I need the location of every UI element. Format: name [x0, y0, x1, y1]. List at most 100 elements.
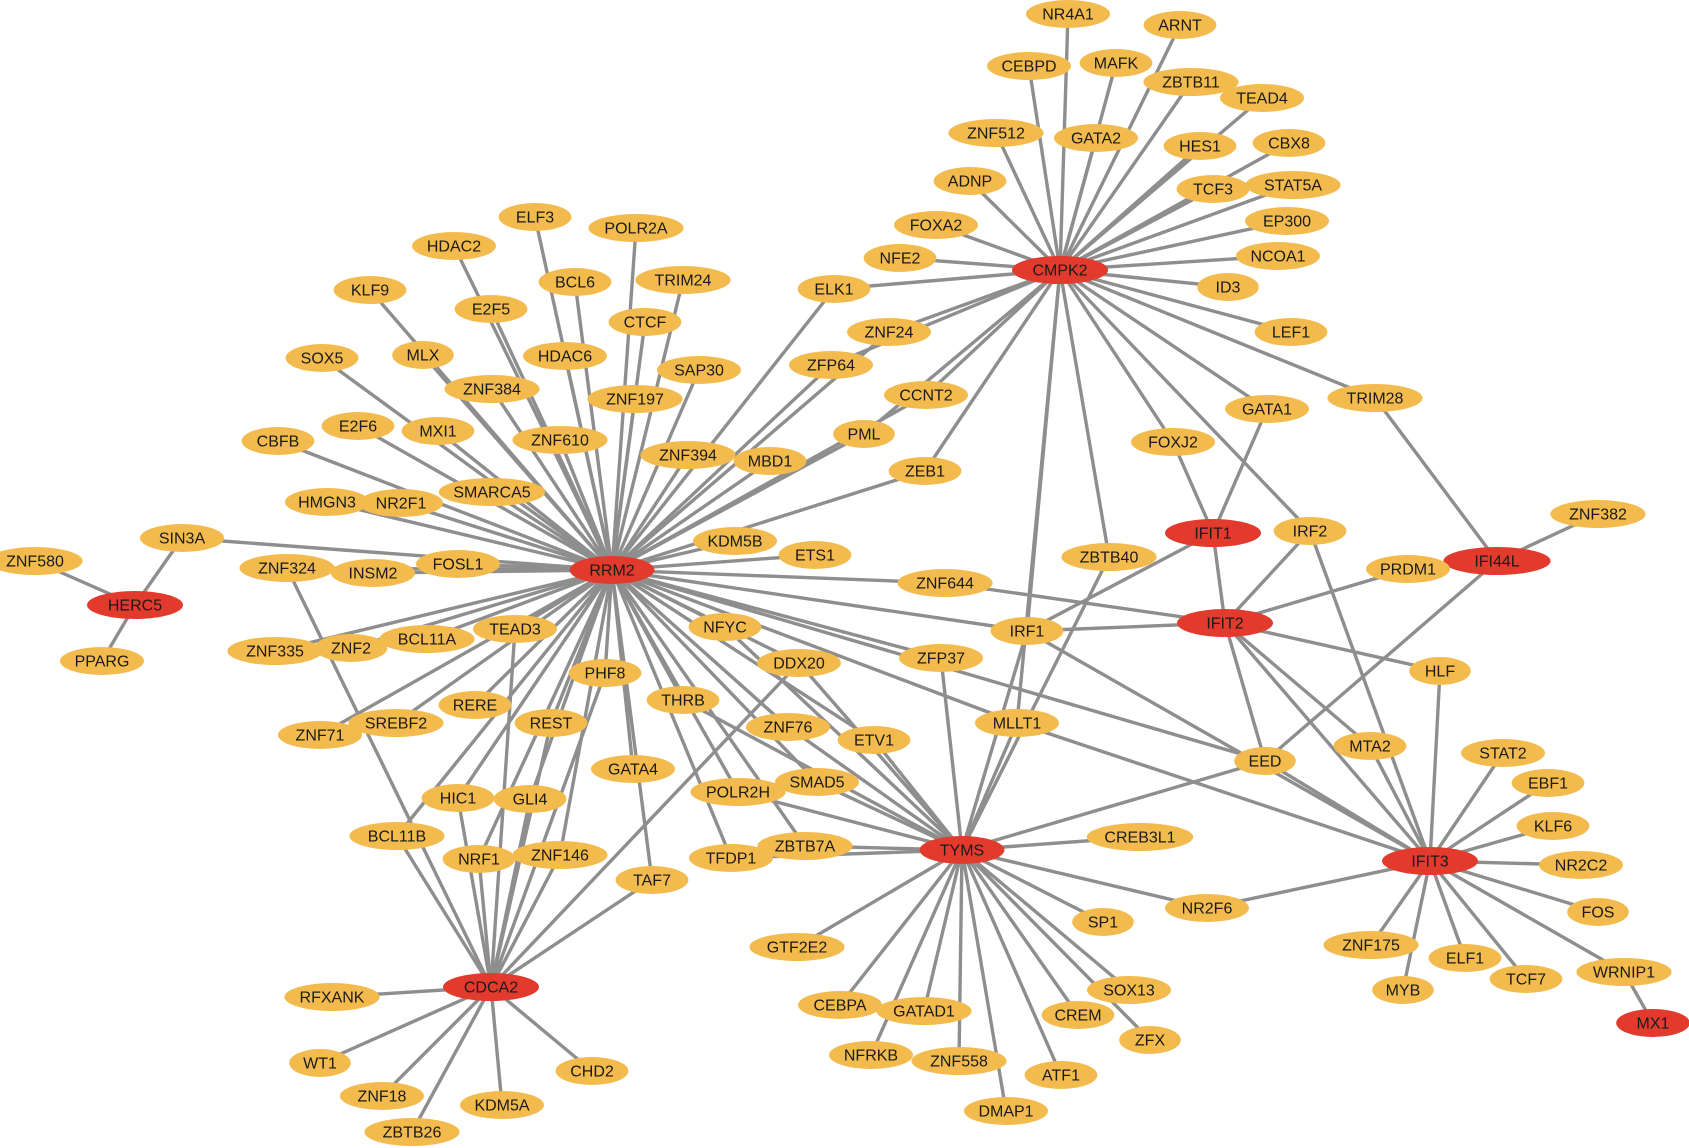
node-znf175[interactable]: ZNF175	[1323, 931, 1419, 959]
node-zbtb26[interactable]: ZBTB26	[364, 1118, 460, 1146]
node-znf24[interactable]: ZNF24	[847, 318, 931, 346]
node-znf146[interactable]: ZNF146	[512, 841, 608, 869]
node-sap30[interactable]: SAP30	[657, 356, 741, 384]
node-foxa2[interactable]: FOXA2	[894, 211, 978, 239]
node-hdac2[interactable]: HDAC2	[412, 232, 496, 260]
node-stat2[interactable]: STAT2	[1461, 739, 1545, 767]
node-ifit3[interactable]: IFIT3	[1382, 847, 1478, 875]
node-gatad1[interactable]: GATAD1	[876, 997, 972, 1025]
node-tyms[interactable]: TYMS	[919, 836, 1005, 864]
node-rest[interactable]: REST	[514, 709, 588, 737]
node-fos[interactable]: FOS	[1567, 898, 1629, 926]
node-herc5[interactable]: HERC5	[87, 591, 183, 619]
node-znf197[interactable]: ZNF197	[587, 385, 683, 413]
node-znf512[interactable]: ZNF512	[948, 119, 1044, 147]
node-mllt1[interactable]: MLLT1	[975, 709, 1059, 737]
node-ebf1[interactable]: EBF1	[1511, 769, 1585, 797]
node-arnt[interactable]: ARNT	[1143, 11, 1217, 39]
node-bcl11a[interactable]: BCL11A	[379, 625, 475, 653]
node-klf6[interactable]: KLF6	[1516, 812, 1590, 840]
node-cebpa[interactable]: CEBPA	[798, 991, 882, 1019]
node-fosl1[interactable]: FOSL1	[416, 550, 500, 578]
node-znf394[interactable]: ZNF394	[640, 441, 736, 469]
node-nfe2[interactable]: NFE2	[863, 244, 937, 272]
node-e2f6[interactable]: E2F6	[321, 412, 395, 440]
node-pparg[interactable]: PPARG	[60, 647, 144, 675]
node-zfp37[interactable]: ZFP37	[899, 644, 983, 672]
node-chd2[interactable]: CHD2	[555, 1057, 629, 1085]
node-znf610[interactable]: ZNF610	[512, 426, 608, 454]
node-e2f5[interactable]: E2F5	[454, 295, 528, 323]
node-etv1[interactable]: ETV1	[837, 726, 911, 754]
node-ep300[interactable]: EP300	[1245, 207, 1329, 235]
node-pml[interactable]: PML	[833, 420, 895, 448]
node-cebpd[interactable]: CEBPD	[987, 52, 1071, 80]
node-myb[interactable]: MYB	[1372, 976, 1434, 1004]
node-znf382[interactable]: ZNF382	[1550, 500, 1646, 528]
node-ddx20[interactable]: DDX20	[757, 649, 841, 677]
node-crem[interactable]: CREM	[1041, 1001, 1115, 1029]
node-foxj2[interactable]: FOXJ2	[1131, 428, 1215, 456]
node-sin3a[interactable]: SIN3A	[140, 524, 224, 552]
node-sox13[interactable]: SOX13	[1087, 976, 1171, 1004]
node-id3[interactable]: ID3	[1197, 273, 1259, 301]
node-hlf[interactable]: HLF	[1409, 657, 1471, 685]
node-elf3[interactable]: ELF3	[498, 203, 572, 231]
node-mbd1[interactable]: MBD1	[733, 447, 807, 475]
node-gata1[interactable]: GATA1	[1225, 395, 1309, 423]
node-taf7[interactable]: TAF7	[615, 866, 689, 894]
node-nr2c2[interactable]: NR2C2	[1539, 851, 1623, 879]
node-cbx8[interactable]: CBX8	[1252, 129, 1326, 157]
node-znf76[interactable]: ZNF76	[746, 713, 830, 741]
node-adnp[interactable]: ADNP	[933, 167, 1007, 195]
node-ifit2[interactable]: IFIT2	[1177, 609, 1273, 637]
node-sox5[interactable]: SOX5	[285, 344, 359, 372]
node-polr2a[interactable]: POLR2A	[588, 214, 684, 242]
node-prdm1[interactable]: PRDM1	[1366, 555, 1450, 583]
node-zbtb11[interactable]: ZBTB11	[1143, 68, 1239, 96]
node-creb3l1[interactable]: CREB3L1	[1086, 823, 1194, 851]
node-znf324[interactable]: ZNF324	[239, 554, 335, 582]
node-tead4[interactable]: TEAD4	[1220, 84, 1304, 112]
node-znf644[interactable]: ZNF644	[897, 569, 993, 597]
node-elf1[interactable]: ELF1	[1428, 944, 1502, 972]
node-hmgn3[interactable]: HMGN3	[285, 488, 369, 516]
node-eed[interactable]: EED	[1234, 747, 1296, 775]
node-tead3[interactable]: TEAD3	[473, 615, 557, 643]
node-trim24[interactable]: TRIM24	[635, 266, 731, 294]
node-znf71[interactable]: ZNF71	[278, 721, 362, 749]
node-atf1[interactable]: ATF1	[1024, 1061, 1098, 1089]
node-stat5a[interactable]: STAT5A	[1245, 171, 1341, 199]
node-polr2h[interactable]: POLR2H	[690, 778, 786, 806]
node-bcl6[interactable]: BCL6	[538, 268, 612, 296]
node-ccnt2[interactable]: CCNT2	[884, 381, 968, 409]
node-ifit1[interactable]: IFIT1	[1165, 519, 1261, 547]
node-rere[interactable]: RERE	[438, 691, 512, 719]
node-kdm5b[interactable]: KDM5B	[693, 527, 777, 555]
node-nr4a1[interactable]: NR4A1	[1026, 0, 1110, 28]
node-sp1[interactable]: SP1	[1072, 908, 1134, 936]
node-irf1[interactable]: IRF1	[990, 617, 1064, 645]
node-ifi44l[interactable]: IFI44L	[1443, 547, 1551, 575]
node-nr2f1[interactable]: NR2F1	[359, 489, 443, 517]
node-irf2[interactable]: IRF2	[1273, 517, 1347, 545]
node-klf9[interactable]: KLF9	[333, 276, 407, 304]
node-znf335[interactable]: ZNF335	[227, 637, 323, 665]
node-cbfb[interactable]: CBFB	[241, 427, 315, 455]
node-wt1[interactable]: WT1	[289, 1049, 351, 1077]
node-gata4[interactable]: GATA4	[591, 755, 675, 783]
node-trim28[interactable]: TRIM28	[1327, 384, 1423, 412]
node-smarca5[interactable]: SMARCA5	[438, 478, 546, 506]
node-hic1[interactable]: HIC1	[421, 784, 495, 812]
node-wrnip1[interactable]: WRNIP1	[1576, 958, 1672, 986]
node-gata2[interactable]: GATA2	[1054, 124, 1138, 152]
node-zfx[interactable]: ZFX	[1119, 1026, 1181, 1054]
node-zeb1[interactable]: ZEB1	[888, 457, 962, 485]
node-lef1[interactable]: LEF1	[1254, 318, 1328, 346]
node-cmpk2[interactable]: CMPK2	[1012, 256, 1108, 284]
node-kdm5a[interactable]: KDM5A	[460, 1091, 544, 1119]
node-mta2[interactable]: MTA2	[1333, 732, 1407, 760]
node-insm2[interactable]: INSM2	[331, 559, 415, 587]
node-thrb[interactable]: THRB	[646, 686, 720, 714]
node-mxi1[interactable]: MXI1	[401, 417, 475, 445]
